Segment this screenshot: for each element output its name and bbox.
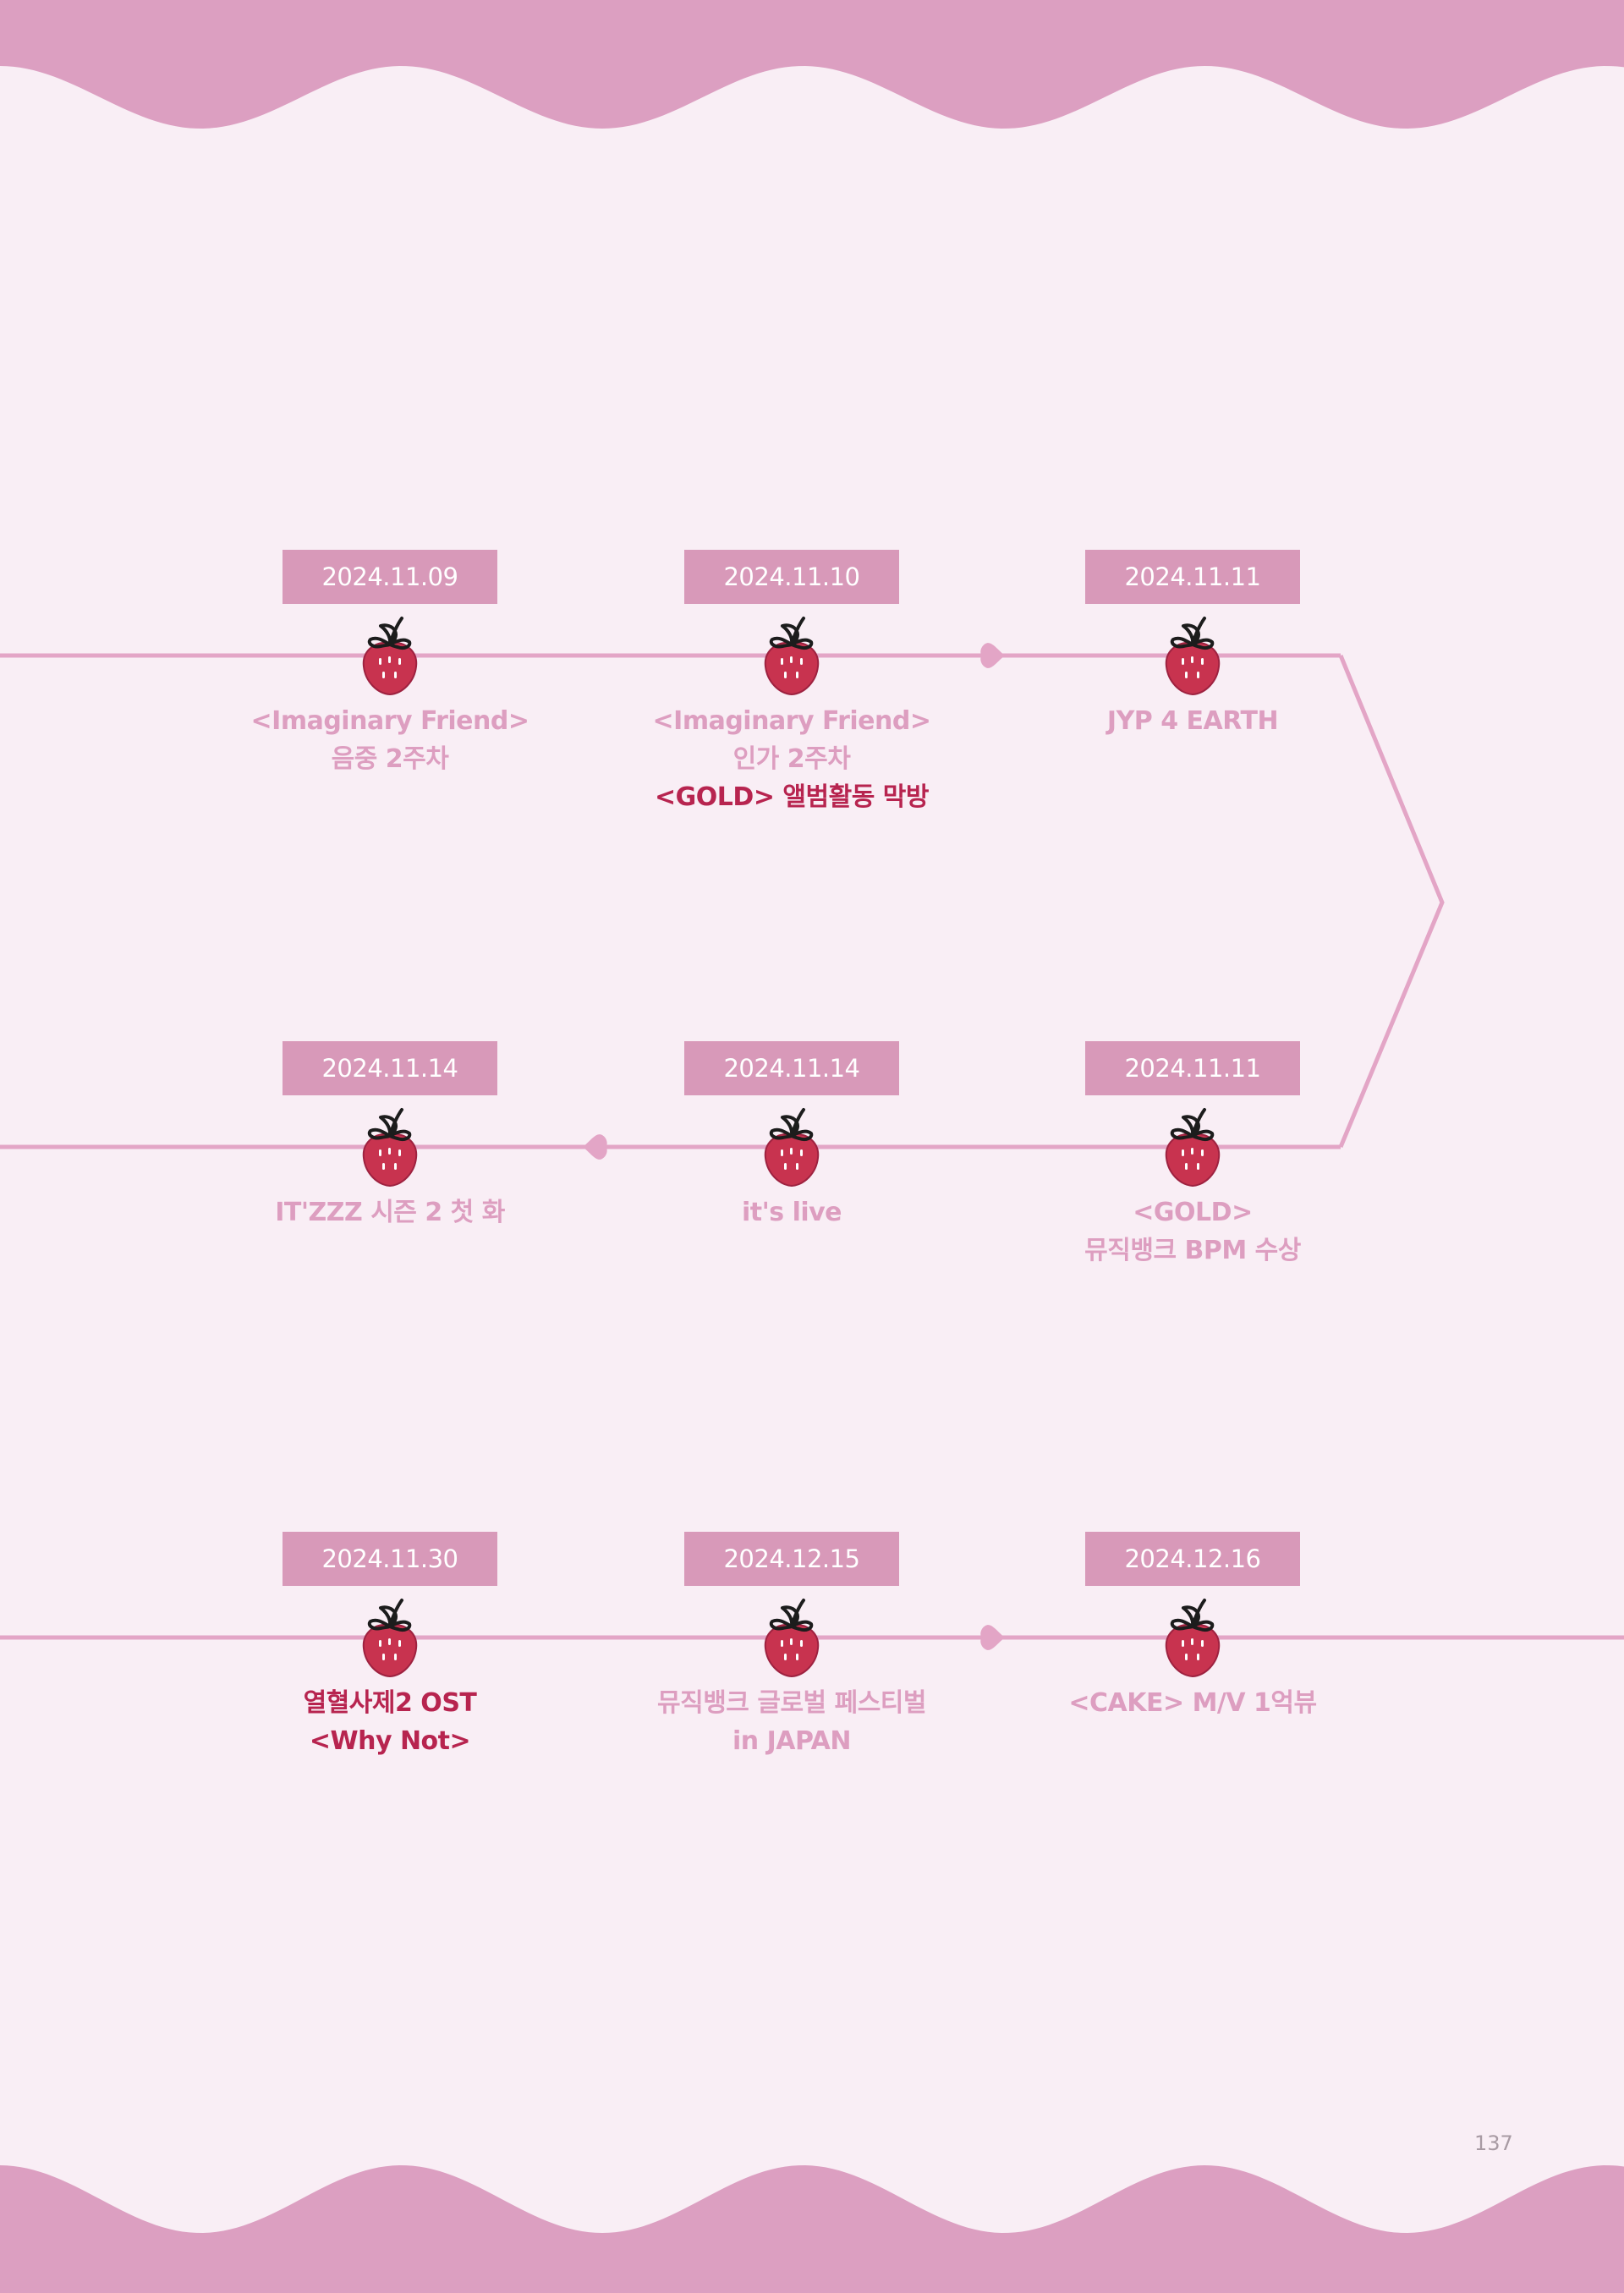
caption-line: <Why Not> <box>309 1726 471 1756</box>
caption-line: <GOLD> 앨범활동 막방 <box>655 782 929 812</box>
caption-line: 뮤직뱅크 글로벌 페스티벌 <box>657 1688 927 1718</box>
event-caption: it's live <box>549 1193 1034 1232</box>
caption-line: IT'ZZZ 시즌 2 첫 화 <box>275 1198 505 1227</box>
caption-line: 열혈사제2 OST <box>303 1688 477 1718</box>
strawberry-icon <box>762 1598 821 1678</box>
strawberry-icon <box>1163 616 1222 696</box>
caption-line: 뮤직뱅크 BPM 수상 <box>1084 1236 1301 1265</box>
event-date: 2024.11.30 <box>283 1532 497 1586</box>
strawberry-icon <box>762 616 821 696</box>
event-caption: 뮤직뱅크 글로벌 페스티벌 in JAPAN <box>549 1684 1034 1760</box>
event-date: 2024.12.16 <box>1085 1532 1300 1586</box>
heart-arrow-icon <box>980 643 1005 668</box>
event-caption: <GOLD> 뮤직뱅크 BPM 수상 <box>950 1193 1435 1270</box>
event-date: 2024.11.10 <box>684 550 899 604</box>
event-date: 2024.11.11 <box>1085 550 1300 604</box>
caption-line: <Imaginary Friend> <box>652 706 931 736</box>
event-caption: <Imaginary Friend> 인가 2주차 <GOLD> 앨범활동 막방 <box>549 702 1034 816</box>
top-wave-border <box>0 0 1624 129</box>
caption-line: 음중 2주차 <box>331 744 449 774</box>
caption-line: JYP 4 EARTH <box>1106 706 1279 736</box>
event-caption: 열혈사제2 OST <Why Not> <box>147 1684 633 1760</box>
strawberry-icon <box>360 1598 420 1678</box>
strawberry-icon <box>360 616 420 696</box>
strawberry-icon <box>360 1107 420 1188</box>
event-date: 2024.12.15 <box>684 1532 899 1586</box>
event-date: 2024.11.14 <box>283 1041 497 1095</box>
caption-line: in JAPAN <box>732 1726 852 1756</box>
bottom-wave-border <box>0 2165 1624 2293</box>
caption-line: <Imaginary Friend> <box>250 706 529 736</box>
strawberry-icon <box>1163 1107 1222 1188</box>
timeline-turn-line <box>1338 655 1445 1148</box>
caption-line: 인가 2주차 <box>732 744 851 774</box>
event-date: 2024.11.09 <box>283 550 497 604</box>
strawberry-icon <box>762 1107 821 1188</box>
heart-arrow-icon <box>583 1134 607 1160</box>
event-caption: JYP 4 EARTH <box>950 702 1435 740</box>
page-number: 137 <box>1474 2131 1513 2155</box>
heart-arrow-icon <box>980 1625 1005 1650</box>
caption-line: <GOLD> <box>1133 1198 1253 1227</box>
strawberry-icon <box>1163 1598 1222 1678</box>
caption-line: it's live <box>741 1198 842 1227</box>
event-caption: <Imaginary Friend> 음중 2주차 <box>147 702 633 778</box>
event-date: 2024.11.14 <box>684 1041 899 1095</box>
caption-line: <CAKE> M/V 1억뷰 <box>1068 1688 1317 1718</box>
event-caption: IT'ZZZ 시즌 2 첫 화 <box>147 1193 633 1232</box>
event-date: 2024.11.11 <box>1085 1041 1300 1095</box>
event-caption: <CAKE> M/V 1억뷰 <box>950 1684 1435 1722</box>
